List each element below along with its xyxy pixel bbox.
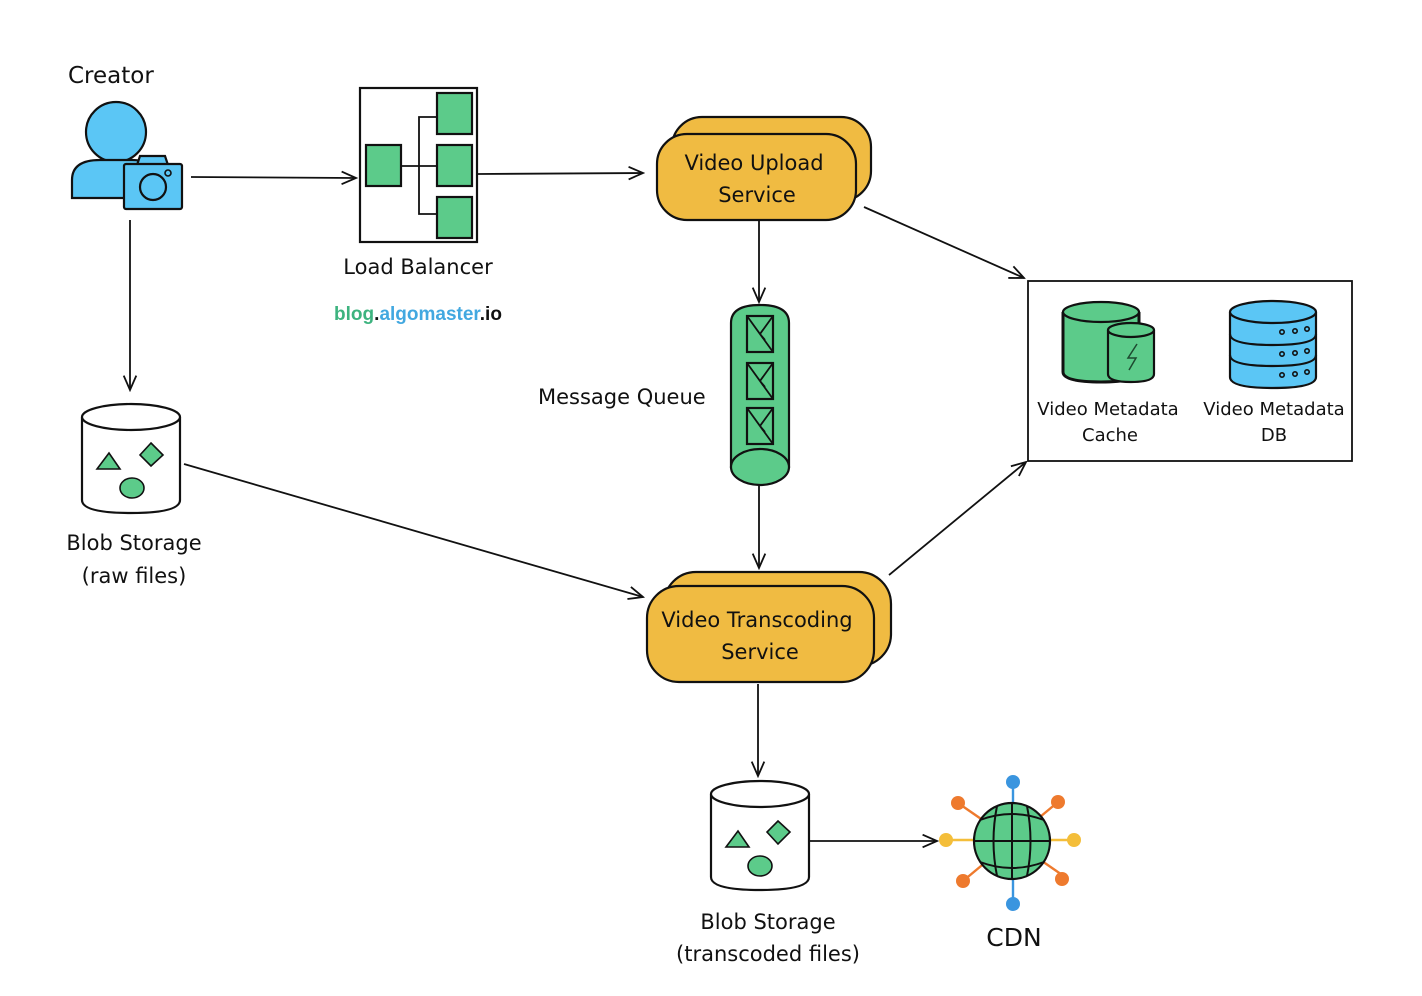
load-balancer-label: Load Balancer	[343, 255, 493, 279]
watermark-algomaster: algomaster	[379, 304, 481, 325]
watermark-dot-1: .	[374, 304, 379, 325]
upload-service-label-line2: Service	[718, 183, 796, 207]
video-upload-service-node[interactable]: Video Upload Service	[655, 115, 873, 222]
cache-icon	[1061, 300, 1156, 384]
metadata-cache-node[interactable]: Video Metadata Cache	[1037, 300, 1179, 446]
blob-raw-label-line1: Blob Storage	[66, 531, 201, 555]
globe-network-icon	[939, 775, 1081, 911]
message-queue-label: Message Queue	[538, 385, 706, 409]
message-queue-node[interactable]: Message Queue	[538, 303, 791, 487]
edges	[130, 173, 1026, 841]
blob-storage-icon	[80, 402, 182, 515]
queue-icon	[729, 303, 791, 487]
user-camera-icon	[70, 100, 184, 211]
transcoding-service-front-card	[645, 584, 876, 684]
load-balancer-node[interactable]: Load Balancer	[343, 86, 493, 279]
blob-storage-transcoded-node[interactable]: Blob Storage (transcoded files)	[676, 779, 860, 966]
upload-service-front-card	[655, 132, 858, 222]
blob-raw-label-line2: (raw files)	[82, 564, 187, 588]
edge-transcoding-to-metadata	[888, 462, 1026, 576]
metadata-store-group[interactable]: Video Metadata Cache Video Metadata DB	[1027, 280, 1353, 462]
transcoding-service-label-line1: Video Transcoding	[661, 608, 852, 632]
cdn-label: CDN	[986, 923, 1041, 952]
watermark-io: io	[485, 304, 502, 325]
metadata-cache-label-line1: Video Metadata	[1037, 399, 1178, 420]
message-envelope-icon	[745, 361, 775, 401]
metadata-db-label-line2: DB	[1261, 425, 1287, 446]
blob-transcoded-label-line2: (transcoded files)	[676, 942, 860, 966]
cdn-node[interactable]: CDN	[939, 775, 1081, 952]
edge-blob-raw-to-transcoding	[183, 463, 643, 597]
video-transcoding-service-node[interactable]: Video Transcoding Service	[645, 570, 893, 684]
edge-creator-to-load-balancer	[190, 177, 356, 178]
watermark-blog: blog	[334, 304, 374, 325]
watermark-text: blog.algomaster.io	[334, 304, 502, 325]
creator-node[interactable]: Creator	[68, 63, 184, 211]
blob-storage-icon	[709, 779, 811, 892]
edge-load-balancer-to-upload-service	[477, 173, 643, 174]
blob-transcoded-label-line1: Blob Storage	[700, 910, 835, 934]
message-envelope-icon	[745, 314, 775, 354]
upload-service-label-line1: Video Upload	[684, 151, 823, 175]
metadata-db-node[interactable]: Video Metadata DB	[1203, 299, 1345, 446]
database-icon	[1228, 299, 1318, 390]
metadata-cache-label-line2: Cache	[1082, 425, 1138, 446]
metadata-db-label-line1: Video Metadata	[1203, 399, 1344, 420]
watermark-dot-2: .	[480, 304, 485, 325]
edge-upload-service-to-metadata	[863, 206, 1024, 278]
message-envelope-icon	[745, 406, 775, 446]
blob-storage-raw-node[interactable]: Blob Storage (raw files)	[66, 402, 202, 588]
transcoding-service-label-line2: Service	[721, 640, 799, 664]
creator-label: Creator	[68, 63, 154, 89]
load-balancer-icon	[358, 86, 479, 244]
